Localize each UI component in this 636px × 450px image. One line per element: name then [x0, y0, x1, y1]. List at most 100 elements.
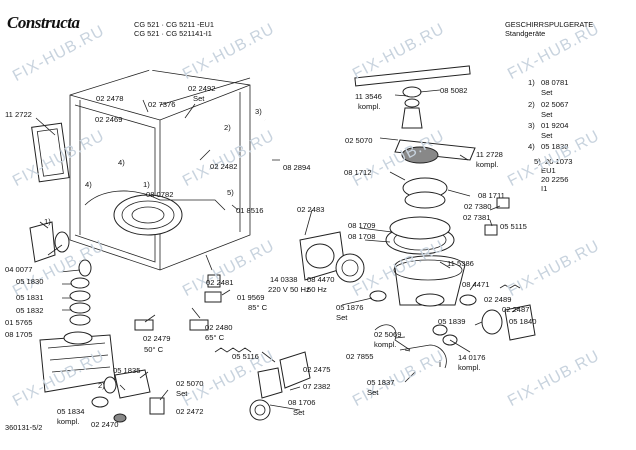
part-label: 02 2472: [176, 407, 204, 416]
part-label: 02 7376: [148, 100, 176, 109]
brand-logo: Constructa: [7, 13, 80, 32]
part-label: 05 1837: [367, 378, 395, 387]
part-label: 08 4471: [462, 280, 490, 289]
legend-part: 02 5067: [541, 100, 569, 109]
part-label: 02 7381: [463, 213, 491, 222]
part-label: 4): [85, 180, 92, 189]
legend-num: 1): [528, 78, 535, 87]
legend-note: Set: [541, 131, 553, 140]
part-label: 01 5765: [5, 318, 33, 327]
legend-note: EU1: [541, 166, 556, 175]
legend-note: Set: [541, 110, 553, 119]
part-label: 02 5069: [374, 330, 402, 339]
part-label: 05 1830: [16, 277, 44, 286]
model-line-1: CG 521 · CG 5211 -EU1: [134, 20, 214, 29]
part-label: 08 1706: [288, 398, 316, 407]
part-label: 01 8516: [236, 206, 264, 215]
legend-part: 01 9204: [541, 121, 569, 130]
part-label: 02 2470: [91, 420, 119, 429]
part-label: 50° C: [144, 345, 164, 354]
part-label: 1): [143, 180, 150, 189]
part-label: 11 2722: [5, 110, 32, 119]
part-label: 02 2469: [95, 115, 123, 124]
legend-num: 3): [528, 121, 535, 130]
tub-frame: [69, 69, 251, 271]
part-label: 11 5386: [447, 259, 474, 268]
part-label: 08 1705: [5, 330, 33, 339]
part-label: Set: [176, 389, 188, 398]
part-label: 220 V 50 Hz: [268, 285, 310, 294]
part-label: 2): [224, 123, 231, 132]
part-label: kompl.: [358, 102, 381, 111]
part-label: 3): [255, 107, 262, 116]
part-label: 08 5082: [440, 86, 468, 95]
model-line-2: CG 521 · CG 521141-I1: [134, 29, 212, 38]
part-label: 08 1709: [348, 221, 376, 230]
legend-note: Set: [541, 88, 553, 97]
part-label: Set: [336, 313, 348, 322]
part-label: 02 2487: [502, 305, 530, 314]
part-label: 50 Hz: [307, 285, 327, 294]
part-label: 05 5115: [500, 222, 527, 231]
part-label: 02 2479: [143, 334, 171, 343]
part-label: 02 2492: [188, 84, 216, 93]
part-label: 05 1834: [57, 407, 85, 416]
part-label: 05 1876: [336, 303, 364, 312]
legend-note: I1: [541, 184, 548, 193]
part-label: Set: [367, 388, 379, 397]
part-label: 05 1840: [509, 317, 537, 326]
drawing-number: 360131-5/2: [5, 423, 43, 432]
part-label: 05 1831: [16, 293, 44, 302]
part-label: 11 3546: [355, 92, 382, 101]
legend-part: 20 2256: [541, 175, 569, 184]
part-label: 08 1712: [344, 168, 372, 177]
legend-num: 4): [528, 142, 535, 151]
part-label: Set: [293, 408, 305, 417]
part-label: 1): [44, 217, 51, 226]
part-label: 02 7380: [464, 202, 492, 211]
part-label: 08 4470: [307, 275, 335, 284]
part-label: 4): [118, 158, 125, 167]
part-label: 5): [227, 188, 234, 197]
part-label: Set: [193, 94, 205, 103]
part-label: 14 0176: [458, 353, 486, 362]
part-label: 07 2382: [303, 382, 331, 391]
part-label: 14 0338: [270, 275, 298, 284]
part-label: 02 2480: [205, 323, 233, 332]
category-title: GESCHIRRSPULGERATE: [505, 20, 594, 29]
part-label: 65° C: [205, 333, 225, 342]
part-label: kompl.: [374, 340, 397, 349]
part-label: 02 2482: [210, 162, 238, 171]
part-label: 01 9569: [237, 293, 265, 302]
part-label: 05 1832: [16, 306, 44, 315]
part-label: 05 1839: [438, 317, 466, 326]
part-label: 02 7855: [346, 352, 374, 361]
part-label: 02 2483: [297, 205, 325, 214]
part-label: 02 5070: [176, 379, 204, 388]
category-subtitle: Standgeräte: [505, 29, 546, 38]
part-label: 02 2481: [206, 278, 234, 287]
legend-part: 20 1073: [545, 157, 573, 166]
legend-num: 2): [528, 100, 535, 109]
part-label: 2): [98, 381, 105, 390]
legend-num: 5): [534, 157, 541, 166]
part-label: kompl.: [458, 363, 481, 372]
part-label: kompl.: [57, 417, 80, 426]
part-label: kompl.: [476, 160, 499, 169]
part-label: 02 2475: [303, 365, 331, 374]
part-label: 02 5070: [345, 136, 373, 145]
part-label: 08 2894: [283, 163, 311, 172]
part-label: 08 1708: [348, 232, 376, 241]
part-label: 02 2478: [96, 94, 124, 103]
part-label: 08 1711: [478, 191, 505, 200]
part-label: 05 5116: [232, 352, 259, 361]
part-label: 11 2728: [476, 150, 503, 159]
part-label: 02 2489: [484, 295, 512, 304]
part-label: 04 0077: [5, 265, 33, 274]
part-label: 08 0782: [146, 190, 174, 199]
legend-part: 05 1838: [541, 142, 569, 151]
legend-part: 08 0781: [541, 78, 569, 87]
part-label: 85° C: [248, 303, 268, 312]
